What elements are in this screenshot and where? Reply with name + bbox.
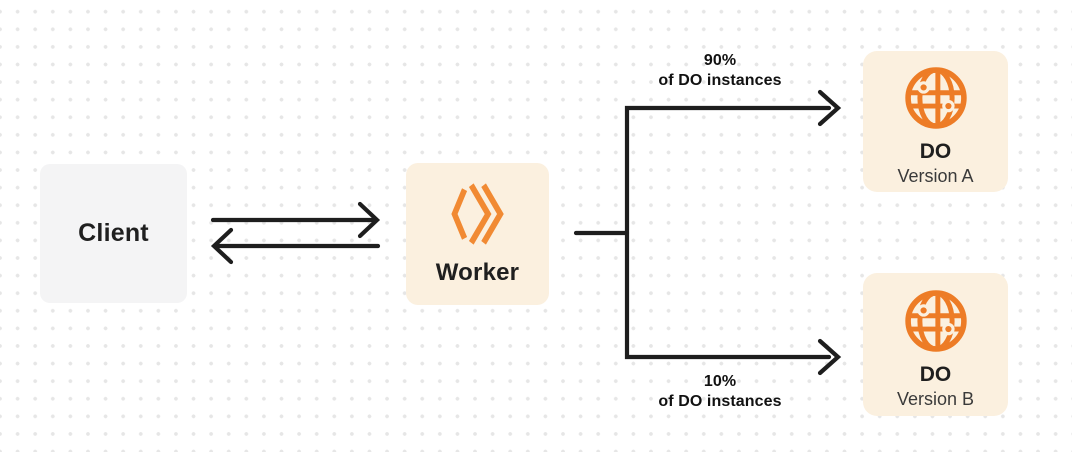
do-a-title: DO [919,139,952,163]
worker-to-client-arrow [210,227,381,265]
do-a-version-label: Version A [897,165,974,186]
globe-icon [904,289,967,352]
client-node: Client [40,164,187,303]
do-version-a-node: DO Version A [863,51,1008,192]
client-to-worker-arrow [210,201,381,239]
arrowhead-to-do-b [817,338,842,376]
split-bottom-percent: 10% [703,373,737,390]
cloudflare-workers-logo-icon [450,182,504,245]
worker-node: Worker [406,163,549,305]
split-label-90-percent: 90% of DO instances [608,51,832,91]
globe-icon [904,66,967,129]
split-bottom-caption: of DO instances [658,393,782,410]
arrowhead-to-do-a [817,89,842,127]
split-top-percent: 90% [703,52,737,69]
split-top-caption: of DO instances [658,72,782,89]
split-label-10-percent: 10% of DO instances [608,372,832,412]
do-b-version-label: Version B [896,388,975,409]
do-version-b-node: DO Version B [863,273,1008,416]
client-label: Client [78,219,149,247]
worker-label: Worker [435,258,520,286]
do-b-title: DO [919,362,952,386]
worker-split-connector [573,89,842,376]
